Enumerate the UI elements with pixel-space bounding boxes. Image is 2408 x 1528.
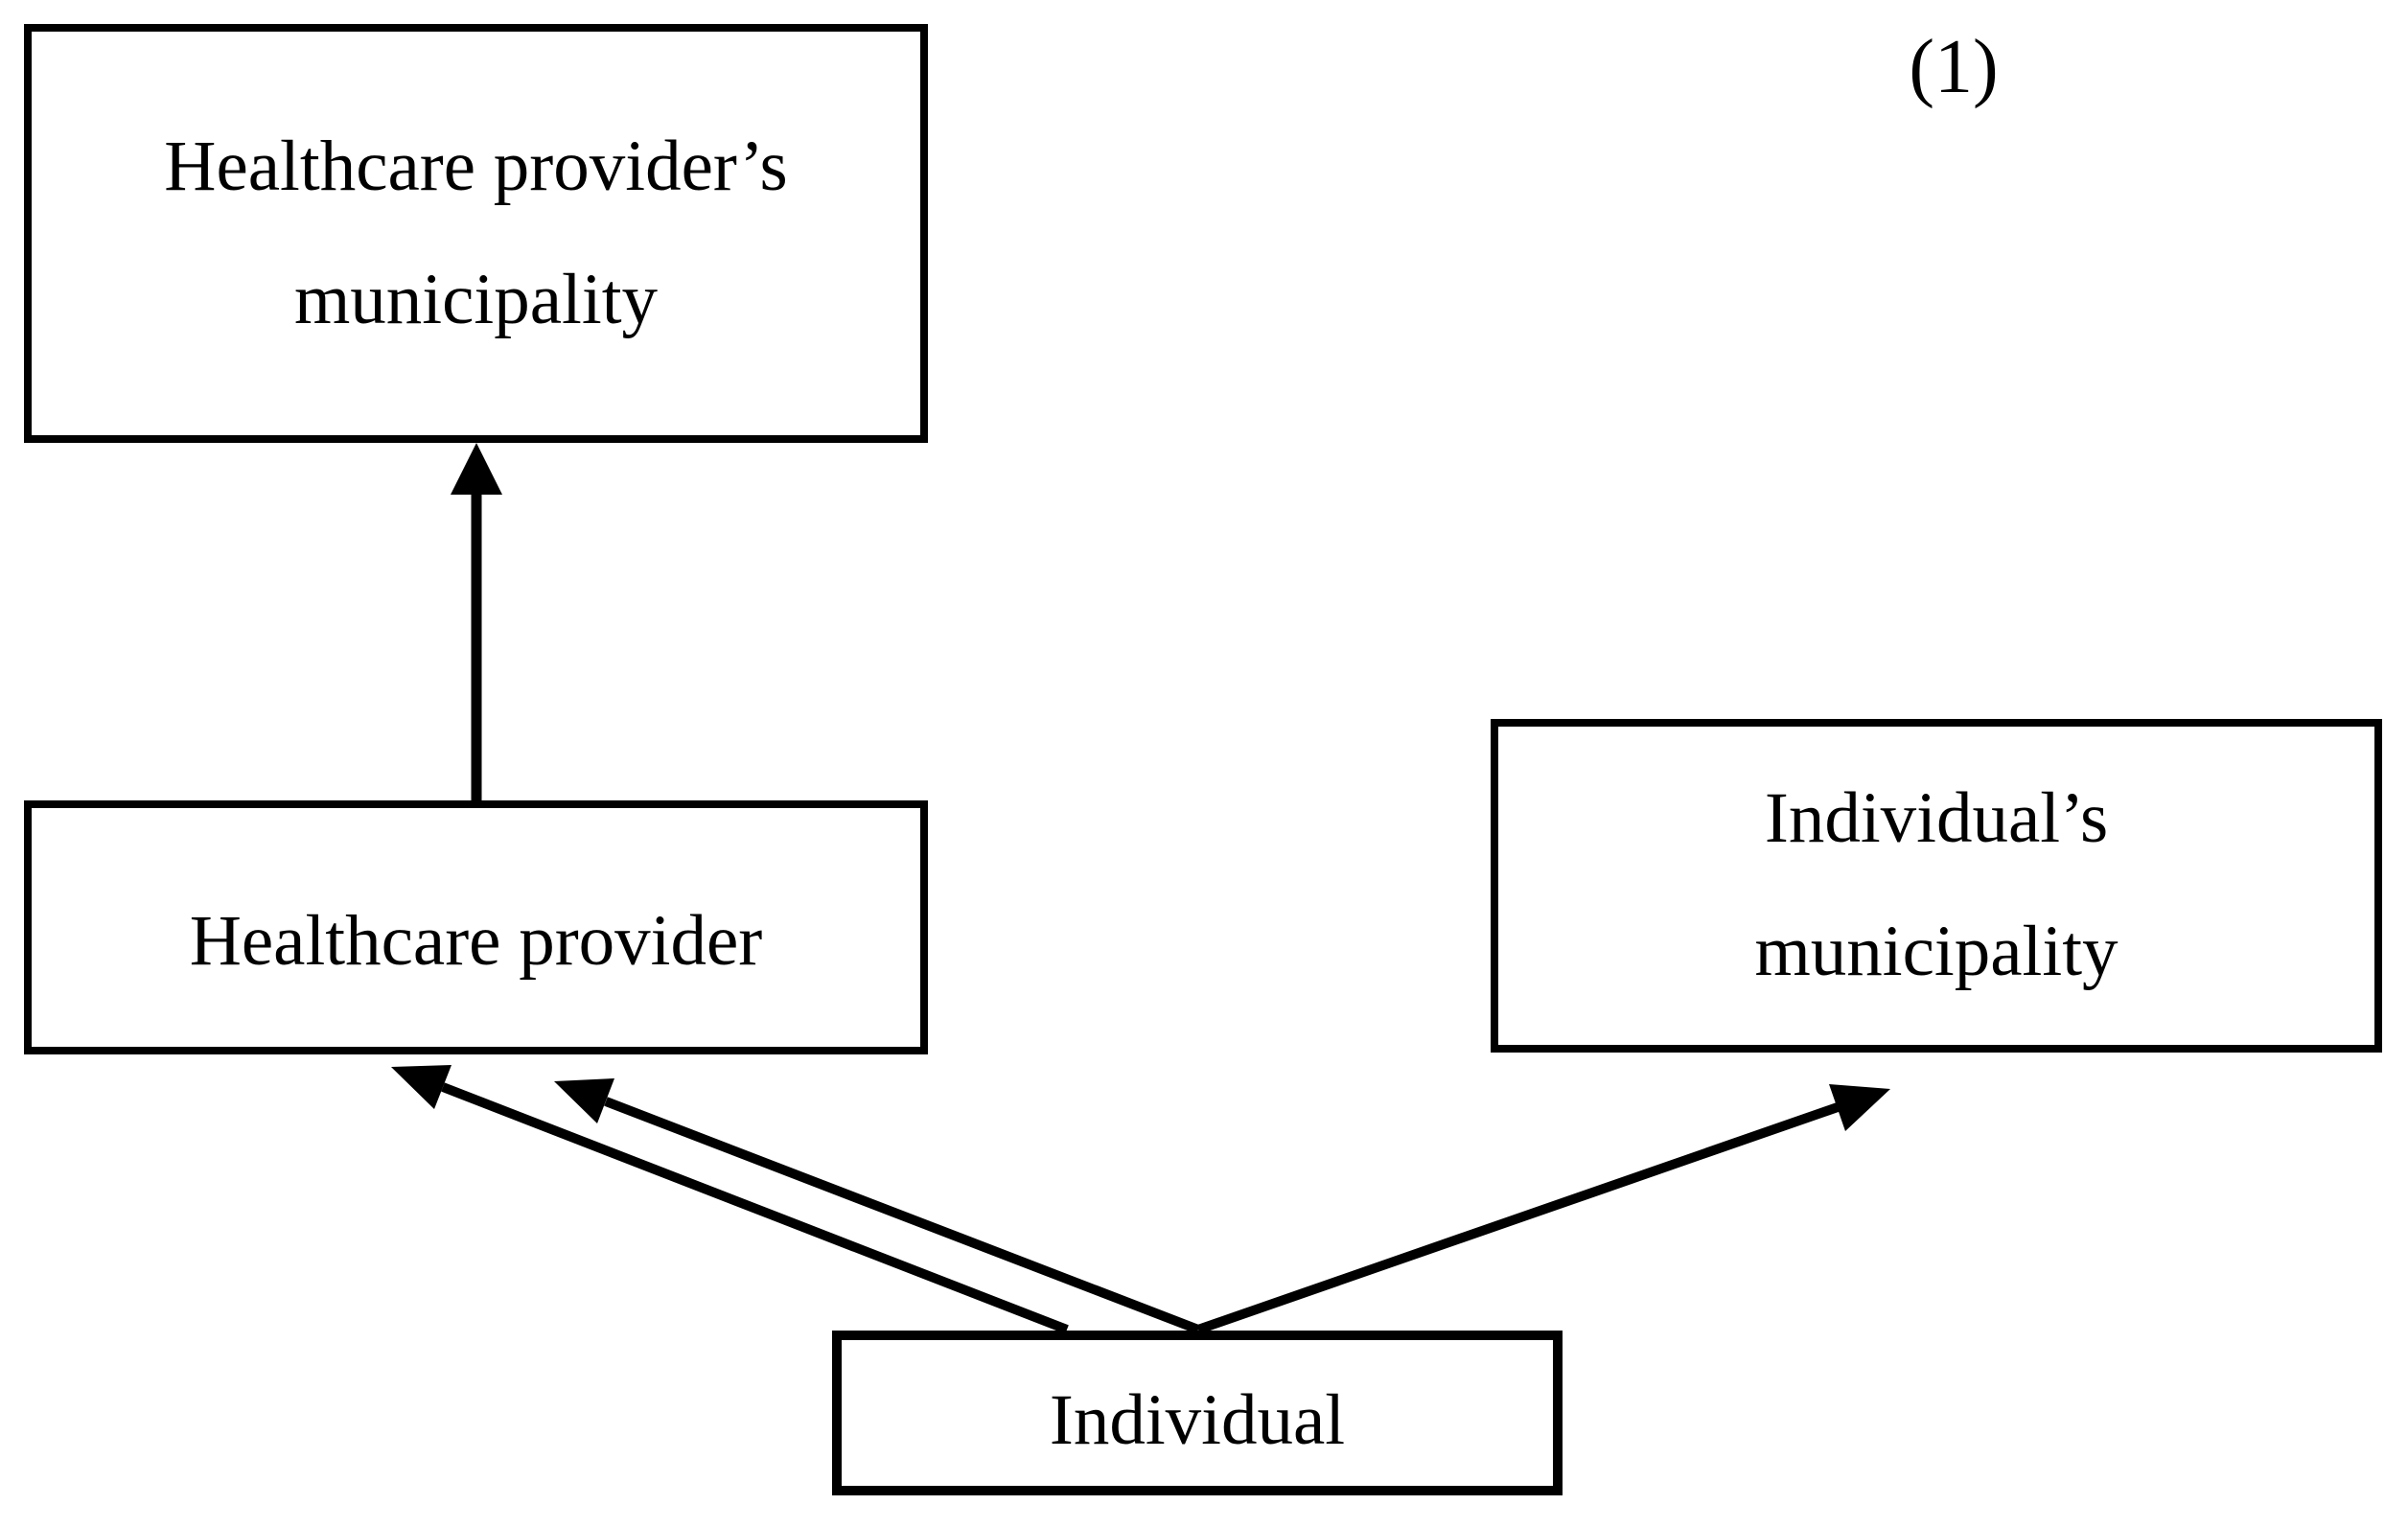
node-individuals-municipality-label-line2: municipality <box>1754 912 2119 991</box>
node-healthcare-providers-municipality-label-line2: municipality <box>293 259 659 339</box>
edge-individual-to-provider-line1-line <box>441 1082 1069 1334</box>
node-individuals-municipality: Individual’s municipality <box>1491 719 2382 1053</box>
edge-provider-to-provider-municipality <box>451 443 502 806</box>
node-individual-label: Individual <box>1049 1379 1346 1460</box>
node-healthcare-providers-municipality-label-line1: Healthcare provider’s <box>164 126 788 206</box>
node-healthcare-provider: Healthcare provider <box>24 800 928 1054</box>
node-healthcare-providers-municipality: Healthcare provider’s municipality <box>24 24 928 443</box>
edge-individual-to-provider-line1-arrowhead <box>391 1065 452 1109</box>
edge-individual-to-provider-line2 <box>554 1078 1200 1334</box>
edge-provider-to-provider-municipality-arrowhead <box>451 443 502 495</box>
node-individual: Individual <box>832 1331 1563 1495</box>
edge-individual-to-individual-municipality <box>1196 1084 1890 1334</box>
figure-number-label: (1) <box>1909 25 1999 109</box>
node-individuals-municipality-label-line1: Individual’s <box>1764 778 2109 859</box>
edge-individual-to-individual-municipality-arrowhead <box>1829 1084 1890 1131</box>
edge-individual-to-provider-line2-arrowhead <box>554 1078 614 1123</box>
node-healthcare-provider-label: Healthcare provider <box>189 901 763 982</box>
edge-individual-to-provider-line2-line <box>604 1097 1200 1334</box>
edge-individual-to-individual-municipality-line <box>1196 1102 1840 1334</box>
edge-individual-to-provider-line1 <box>391 1065 1069 1334</box>
